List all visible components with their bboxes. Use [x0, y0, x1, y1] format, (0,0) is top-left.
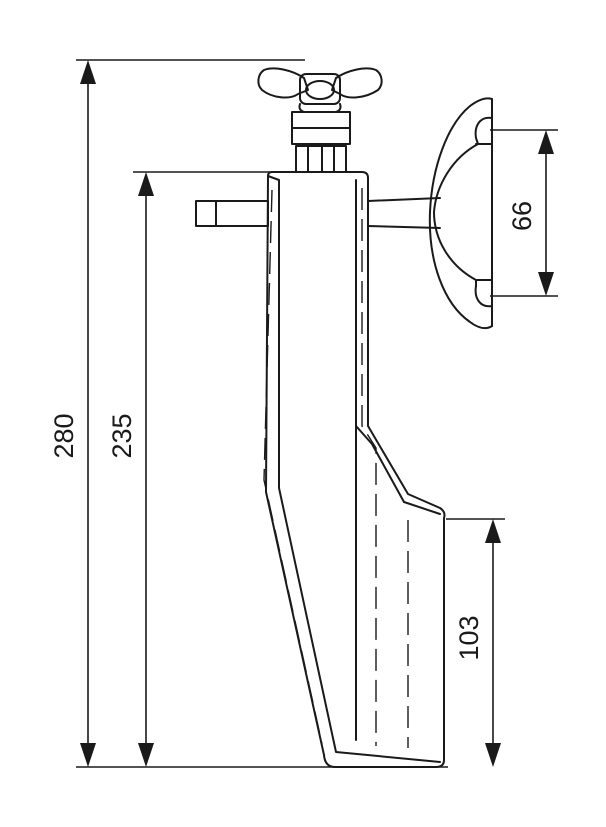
arrow-down-icon [485, 743, 501, 767]
overall-height-label: 280 [49, 413, 79, 458]
valve-stem [291, 111, 351, 173]
wing-left [257, 67, 309, 99]
dimension-nozzle-height: 103 [446, 518, 505, 767]
arrow-up-icon [485, 519, 501, 543]
spout-inner-edge [267, 175, 441, 763]
clamp-rod [195, 197, 441, 229]
wing-knob [257, 67, 383, 113]
body-height-label: 235 [107, 413, 137, 458]
arrow-down-icon [80, 743, 96, 767]
nozzle-height-label: 103 [454, 615, 484, 660]
knob-hub [299, 73, 341, 105]
dimension-clamp-opening: 66 [490, 129, 558, 297]
wing-right [331, 67, 383, 99]
clamp-opening-label: 66 [507, 201, 537, 231]
clamp-jaw-inner [433, 116, 493, 308]
spout-body-outline [265, 171, 446, 768]
arrow-down-icon [138, 743, 154, 767]
hidden-line-center [361, 188, 377, 746]
spout-body [263, 171, 446, 768]
dimension-body-height: 235 [107, 171, 272, 767]
clamp-jaw-outer [428, 97, 493, 330]
arrow-up-icon [80, 60, 96, 84]
arrow-down-icon [538, 272, 554, 296]
hidden-line-left [263, 189, 323, 745]
arrow-up-icon [538, 130, 554, 154]
rod-end-left [195, 200, 269, 227]
clamp-jaw [428, 97, 493, 330]
arrow-up-icon [138, 172, 154, 196]
